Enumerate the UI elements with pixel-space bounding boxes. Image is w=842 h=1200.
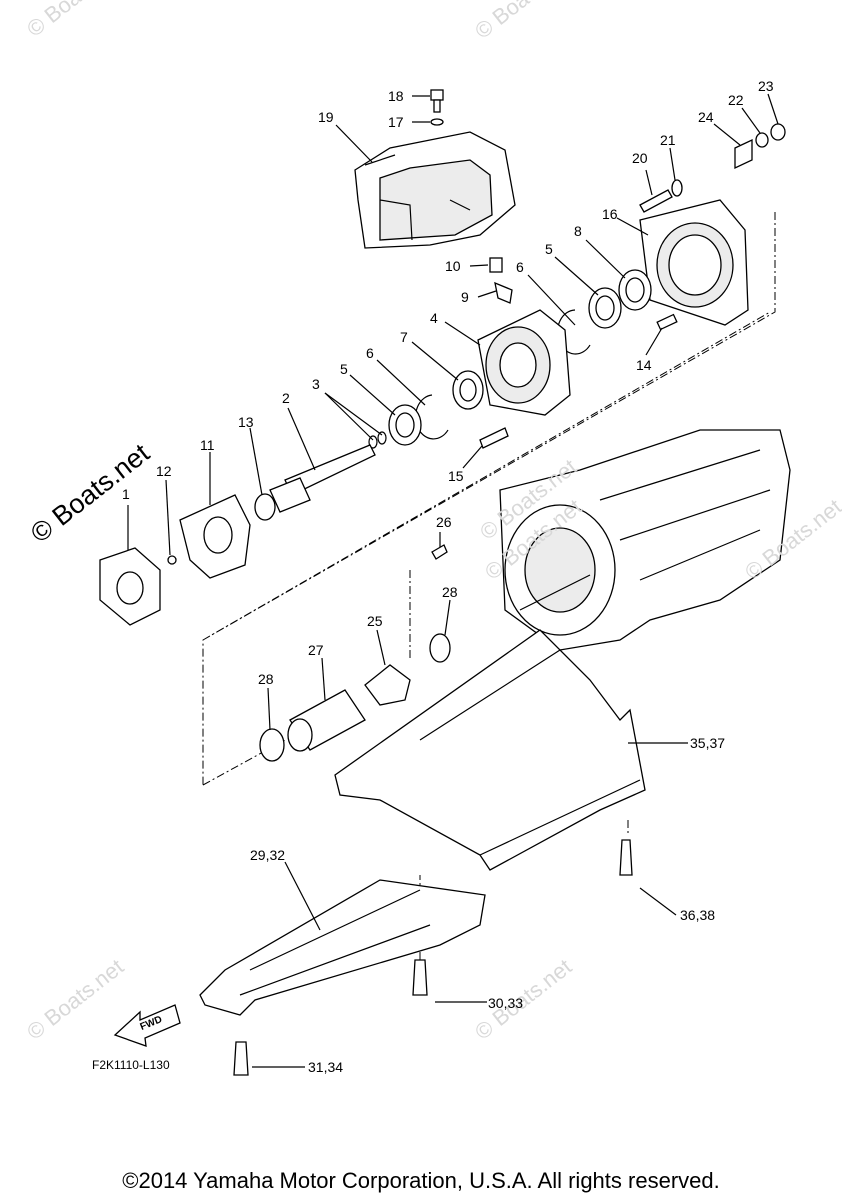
callout-19: 19 — [318, 109, 334, 125]
callout-8: 8 — [574, 223, 582, 239]
callout-29-32: 29,32 — [250, 847, 286, 863]
callout-14: 14 — [636, 357, 652, 373]
part-12-pin — [167, 555, 177, 565]
callout-23: 23 — [758, 78, 774, 94]
callout-5-lower: 5 — [340, 361, 348, 377]
callout-6-lower: 6 — [366, 345, 374, 361]
part-35-37-plate — [334, 629, 646, 871]
part-5-bearing-upper — [588, 287, 622, 329]
callout-24: 24 — [698, 109, 714, 125]
part-26-screw — [431, 544, 448, 560]
part-36-38-bolt — [619, 839, 633, 876]
leader-lines — [127, 93, 779, 1068]
part-25-joint — [364, 664, 411, 706]
callout-16: 16 — [602, 206, 618, 222]
part-30-33-bolt — [412, 959, 428, 996]
copyright-footer: ©2014 Yamaha Motor Corporation, U.S.A. A… — [122, 1168, 720, 1193]
callout-15: 15 — [448, 468, 464, 484]
callout-2: 2 — [282, 390, 290, 406]
part-31-34-bolt — [233, 1041, 249, 1076]
part-27-hose — [287, 689, 366, 752]
callout-13: 13 — [238, 414, 254, 430]
part-28-clamp-lower — [259, 728, 285, 762]
part-17-18-bolts — [430, 89, 444, 126]
fwd-arrow-icon — [113, 1004, 181, 1047]
diagram-code: F2K1110-L130 — [92, 1058, 170, 1072]
part-9-10-nipple — [489, 257, 513, 304]
callout-1: 1 — [122, 486, 130, 502]
callout-28-upper: 28 — [442, 584, 458, 600]
part-14-pin — [656, 313, 678, 331]
callout-22: 22 — [728, 92, 744, 108]
callout-28-lower: 28 — [258, 671, 274, 687]
part-2-drive-shaft — [269, 444, 376, 513]
assembly-outline — [202, 212, 776, 785]
callout-17: 17 — [388, 114, 404, 130]
callout-12: 12 — [156, 463, 172, 479]
part-16-housing — [639, 199, 749, 326]
callout-10: 10 — [445, 258, 461, 274]
callout-31-34: 31,34 — [308, 1059, 344, 1075]
part-1-damper — [99, 547, 161, 626]
part-4-bearing-housing — [477, 309, 571, 416]
part-22-24-hardware — [734, 123, 786, 170]
part-20-21-bolt — [639, 179, 683, 213]
callout-21: 21 — [660, 132, 676, 148]
callout-5-upper: 5 — [545, 241, 553, 257]
part-13-ring — [254, 493, 276, 521]
part-28-clamp-upper — [429, 633, 451, 663]
callout-11: 11 — [200, 437, 215, 453]
callout-9: 9 — [461, 289, 469, 305]
part-19-cover — [354, 131, 516, 249]
callout-6-upper: 6 — [516, 259, 524, 275]
part-11-coupler — [179, 494, 251, 579]
callout-26: 26 — [436, 514, 452, 530]
callout-4: 4 — [430, 310, 438, 326]
callout-35-37: 35,37 — [690, 735, 726, 751]
part-7-bearing — [452, 370, 484, 410]
callout-20: 20 — [632, 150, 648, 166]
callout-25: 25 — [367, 613, 383, 629]
callout-3: 3 — [312, 376, 320, 392]
part-5-bearing-lower — [388, 404, 422, 446]
part-8-bearing — [618, 269, 652, 311]
part-29-32-plate — [199, 879, 486, 1016]
part-3-orings — [368, 431, 387, 449]
callout-27: 27 — [308, 642, 324, 658]
callout-7: 7 — [400, 329, 408, 345]
callout-30-33: 30,33 — [488, 995, 524, 1011]
part-15-bolt — [479, 427, 509, 449]
callout-18: 18 — [388, 88, 404, 104]
engine-block — [499, 429, 791, 651]
callout-36-38: 36,38 — [680, 907, 716, 923]
